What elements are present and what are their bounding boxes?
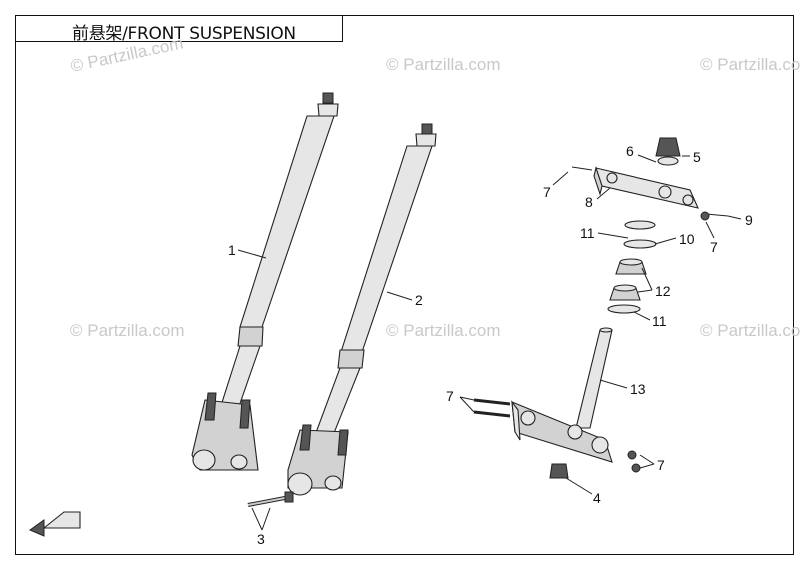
- lower-triple-clamp: [473, 398, 641, 473]
- callout-5: 5: [693, 149, 701, 165]
- callout-9: 9: [745, 212, 753, 228]
- callout-8: 8: [585, 194, 593, 210]
- watermark: © Partzilla.com: [386, 55, 501, 74]
- callout-7: 7: [657, 457, 665, 473]
- callout-6: 6: [626, 143, 634, 159]
- callout-1: 1: [228, 242, 236, 258]
- leader-lines: [237, 154, 742, 531]
- front-arrow-icon: [28, 511, 81, 537]
- fork-leg-right: [287, 123, 437, 496]
- callout-13: 13: [630, 381, 646, 397]
- watermark: © Partzilla.com: [700, 321, 800, 340]
- callout-4: 4: [593, 490, 601, 506]
- watermark: © Partzilla.com: [386, 321, 501, 340]
- nut-part-7: [700, 211, 710, 221]
- callout-2: 2: [415, 292, 423, 308]
- callout-7: 7: [710, 239, 718, 255]
- callout-11: 11: [580, 225, 595, 241]
- bolt-part-3: [247, 491, 294, 507]
- steering-stem-part-13: [575, 327, 613, 429]
- callout-11: 11: [652, 313, 667, 329]
- stem-nut-part-5: [655, 137, 681, 166]
- bearing-parts: [607, 220, 657, 314]
- diagram-frame: [15, 15, 794, 555]
- title-box: [15, 15, 343, 42]
- callout-3: 3: [257, 531, 265, 547]
- watermark: © Partzilla.com: [69, 34, 185, 76]
- diagram-title: 前悬架/FRONT SUSPENSION: [72, 24, 296, 44]
- fork-leg-left: [191, 92, 339, 471]
- upper-triple-clamp-part-8: [571, 166, 729, 217]
- watermark: © Partzilla.com: [70, 321, 185, 340]
- callout-10: 10: [679, 231, 695, 247]
- watermark: © Partzilla.com: [700, 55, 800, 74]
- nut-part-4: [549, 463, 569, 479]
- callout-7: 7: [446, 388, 454, 404]
- callout-7: 7: [543, 184, 551, 200]
- callout-12: 12: [655, 283, 671, 299]
